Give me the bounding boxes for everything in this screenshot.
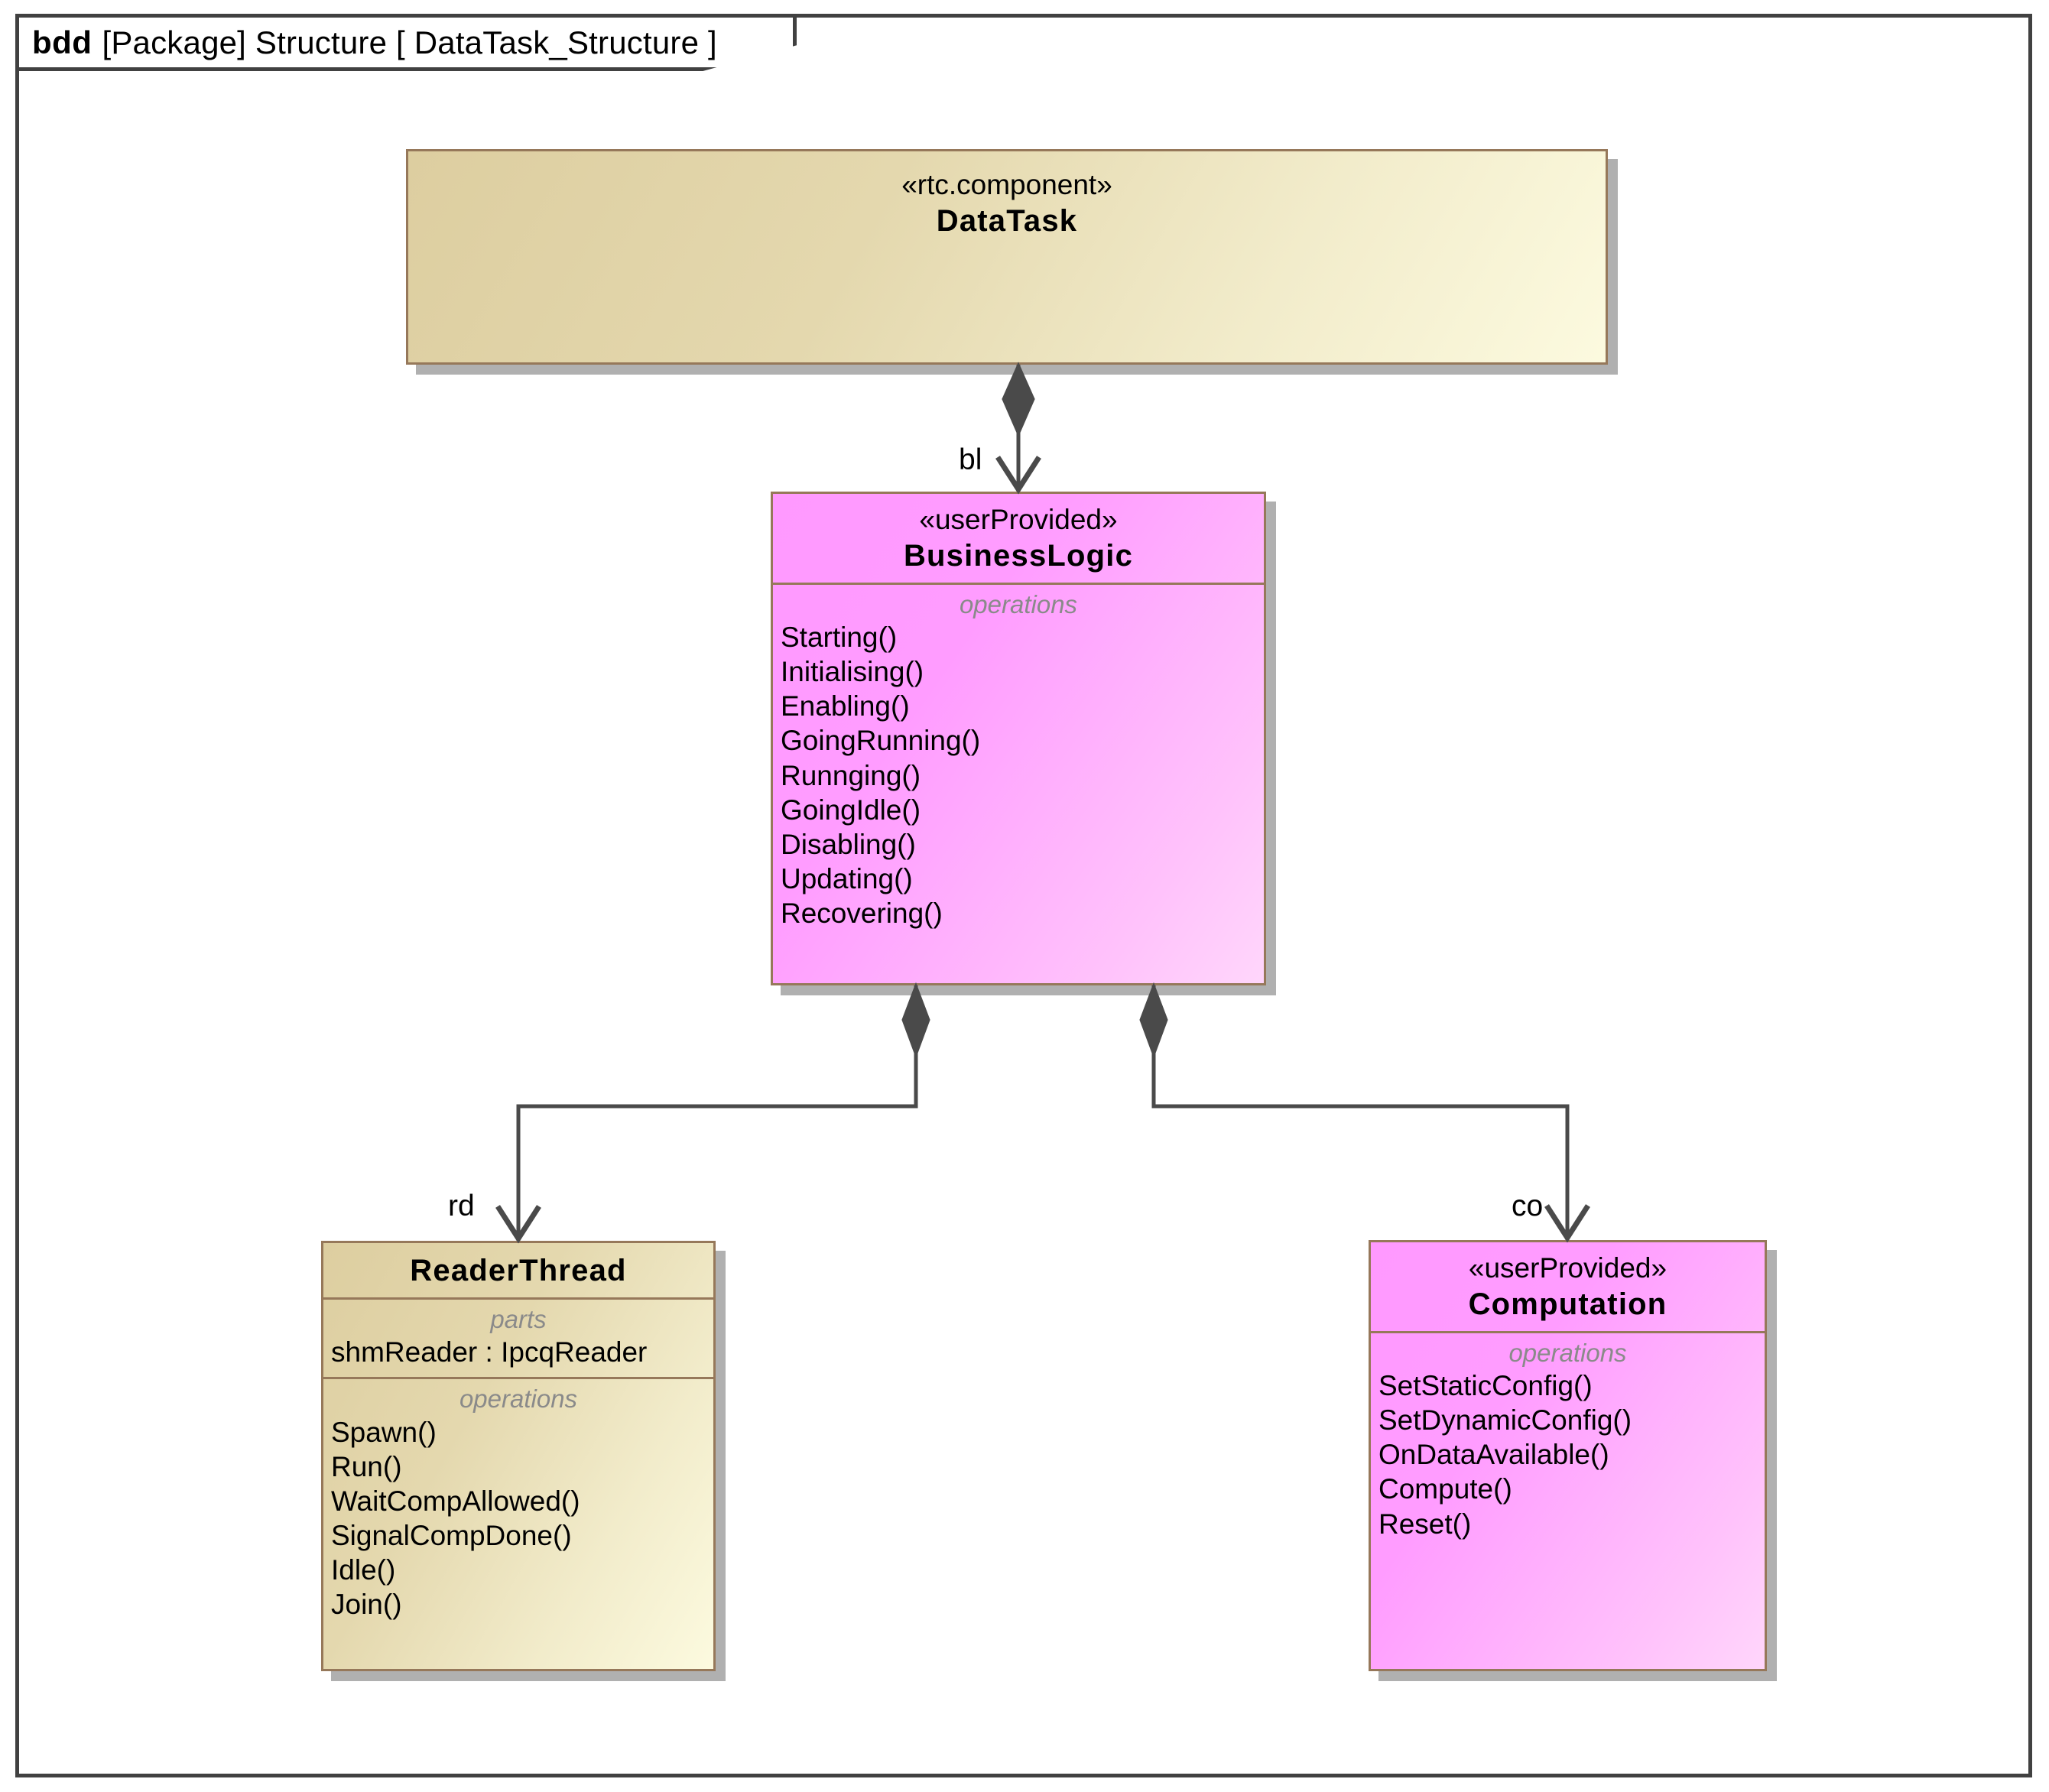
operation-item: Spawn(): [331, 1416, 437, 1448]
operation-item: GoingIdle(): [781, 794, 921, 826]
operation-item: Updating(): [781, 862, 913, 894]
block-readerthread-name-compartment: ReaderThread: [323, 1243, 713, 1297]
operation-item: Disabling(): [781, 828, 916, 860]
diagram-frame-header: bdd [Package] Structure [ DataTask_Struc…: [15, 14, 797, 71]
operation-item: SetDynamicConfig(): [1378, 1404, 1632, 1437]
diagram-kind-label: bdd: [32, 24, 93, 60]
block-businesslogic[interactable]: «userProvided» BusinessLogic operations …: [771, 492, 1266, 985]
block-businesslogic-operations-compartment: operations Starting() Initialising() Ena…: [773, 582, 1264, 938]
block-readerthread-operations-compartment: operations Spawn() Run() WaitCompAllowed…: [323, 1377, 713, 1629]
operation-item: SignalCompDone(): [331, 1519, 572, 1551]
block-businesslogic-stereotype: «userProvided»: [919, 504, 1118, 535]
block-readerthread-title: ReaderThread: [410, 1254, 627, 1287]
operation-item: Initialising(): [781, 656, 924, 688]
operation-item: Compute(): [1378, 1473, 1512, 1505]
block-readerthread-operations-list: Spawn() Run() WaitCompAllowed() SignalCo…: [323, 1415, 713, 1630]
block-readerthread-parts-list: shmReader : IpcqReader: [323, 1335, 713, 1377]
compartment-label-operations: operations: [1508, 1338, 1627, 1367]
operation-item: WaitCompAllowed(): [331, 1485, 580, 1517]
part-item: shmReader : IpcqReader: [331, 1336, 648, 1368]
block-businesslogic-operations-list: Starting() Initialising() Enabling() Goi…: [773, 620, 1264, 938]
connector-label-co: co: [1512, 1190, 1544, 1222]
diagram-frame: [15, 14, 2032, 1777]
connector-label-rd: rd: [448, 1190, 475, 1222]
block-computation-operations-compartment: operations SetStaticConfig() SetDynamicC…: [1371, 1330, 1765, 1549]
connector-label-bl: bl: [959, 443, 982, 476]
block-computation-name-compartment: «userProvided» Computation: [1371, 1242, 1765, 1331]
block-computation-title: Computation: [1468, 1287, 1667, 1321]
operation-item: Starting(): [781, 622, 898, 654]
compartment-label-operations: operations: [459, 1385, 578, 1414]
operation-item: Recovering(): [781, 898, 943, 930]
compartment-label-operations: operations: [959, 589, 1078, 618]
diagram-frame-header-tab: [15, 14, 797, 71]
operation-item: Idle(): [331, 1554, 396, 1586]
operation-item: OnDataAvailable(): [1378, 1439, 1609, 1471]
block-datatask[interactable]: «rtc.component» DataTask: [406, 149, 1608, 365]
operation-item: Run(): [331, 1450, 402, 1482]
block-readerthread-parts-compartment: parts shmReader : IpcqReader: [323, 1297, 713, 1377]
block-computation-operations-list: SetStaticConfig() SetDynamicConfig() OnD…: [1371, 1368, 1765, 1549]
block-computation-stereotype: «userProvided»: [1468, 1252, 1667, 1284]
operation-item: Join(): [331, 1589, 402, 1621]
operation-item: Reset(): [1378, 1508, 1472, 1540]
block-datatask-name-compartment: «rtc.component» DataTask: [408, 151, 1606, 248]
compartment-label-parts: parts: [490, 1304, 547, 1333]
operation-item: GoingRunning(): [781, 725, 981, 757]
block-datatask-title: DataTask: [936, 203, 1078, 238]
operation-item: SetStaticConfig(): [1378, 1370, 1593, 1402]
operation-item: Enabling(): [781, 690, 910, 722]
block-computation[interactable]: «userProvided» Computation operations Se…: [1369, 1240, 1767, 1671]
block-readerthread[interactable]: ReaderThread parts shmReader : IpcqReade…: [321, 1241, 716, 1671]
operation-item: Runnging(): [781, 759, 921, 791]
block-datatask-stereotype: «rtc.component»: [901, 169, 1112, 200]
diagram-qualified-name: [Package] Structure [ DataTask_Structure…: [102, 24, 717, 60]
block-businesslogic-title: BusinessLogic: [903, 538, 1134, 573]
block-businesslogic-name-compartment: «userProvided» BusinessLogic: [773, 494, 1264, 583]
